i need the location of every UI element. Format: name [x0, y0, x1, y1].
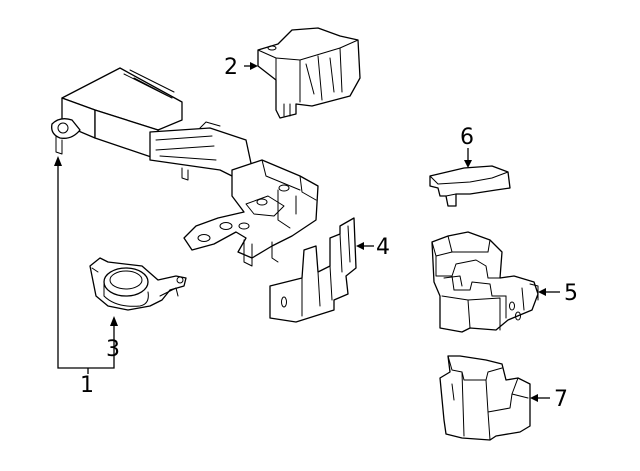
callout-3: 3	[106, 337, 120, 362]
part-3-buzzer[interactable]	[89, 257, 187, 311]
part-4-bracket-plate[interactable]	[269, 217, 357, 323]
callout-5: 5	[564, 281, 578, 306]
callout-4: 4	[376, 235, 390, 260]
part-6-cap[interactable]	[429, 165, 511, 207]
part-1-bracket-assembly[interactable]	[51, 67, 319, 267]
part-7-bracket-block[interactable]	[439, 355, 531, 441]
callout-2: 2	[224, 55, 238, 80]
leader-lines	[54, 62, 560, 402]
part-5-relay-block[interactable]	[431, 231, 539, 333]
callout-6: 6	[460, 125, 474, 150]
callout-1: 1	[80, 373, 94, 398]
callout-7: 7	[554, 387, 568, 412]
part-2-cover[interactable]	[257, 27, 361, 119]
